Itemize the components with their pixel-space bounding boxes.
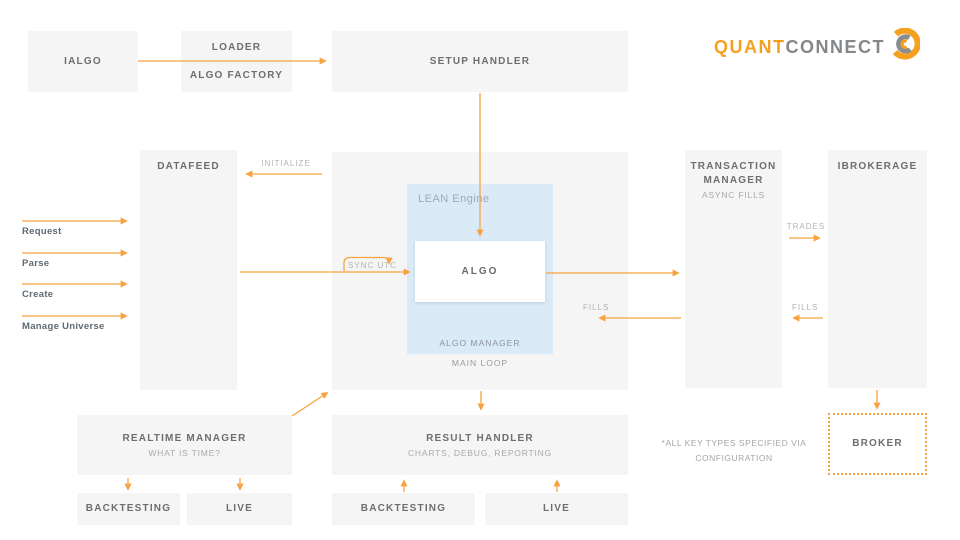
live-center-title: LIVE [542, 503, 571, 515]
create-label: Create [22, 289, 54, 300]
algo-title: ALGO [461, 266, 499, 277]
quantconnect-swirl-icon [892, 28, 920, 60]
realtime-manager-box: REALTIME MANAGER WHAT IS TIME? [77, 415, 292, 475]
sync-utc-label: SYNC UTC [348, 261, 397, 270]
setup-handler-title: SETUP HANDLER [429, 55, 531, 67]
configuration-note-line1: *ALL KEY TYPES SPECIFIED VIA [661, 438, 807, 448]
initialize-label: INITIALIZE [261, 159, 311, 168]
backtesting-left-title: BACKTESTING [85, 503, 172, 515]
what-is-time-subtitle: WHAT IS TIME? [148, 448, 221, 459]
loader-box: LOADER ALGO FACTORY [181, 31, 292, 92]
arrow-realtime-manager-to-main-loop [291, 392, 329, 417]
ialgo-box: IALGO [28, 31, 138, 92]
backtesting-box-center: BACKTESTING [332, 493, 475, 525]
result-handler-title: RESULT HANDLER [426, 432, 534, 444]
algo-manager-label: ALGO MANAGER [439, 338, 521, 348]
logo-text-quant: QUANT [714, 36, 786, 57]
live-box-center: LIVE [485, 493, 628, 525]
result-handler-box: RESULT HANDLER CHARTS, DEBUG, REPORTING [332, 415, 628, 475]
ibrokerage-box: IBROKERAGE [828, 150, 927, 388]
logo-text-connect: CONNECT [785, 36, 885, 57]
loader-title: LOADER [211, 42, 262, 53]
transaction-manager-box: TRANSACTION MANAGER ASYNC FILLS [685, 150, 782, 388]
backtesting-center-title: BACKTESTING [360, 503, 447, 515]
transaction-manager-title-2: MANAGER [703, 174, 764, 186]
request-label: Request [22, 226, 62, 237]
broker-box: BROKER [828, 413, 927, 475]
lean-engine-label: LEAN Engine [418, 193, 490, 205]
algo-box: ALGO [415, 241, 545, 302]
configuration-note-line2: CONFIGURATION [695, 452, 773, 463]
fills-label-right: FILLS [792, 303, 819, 312]
backtesting-box-left: BACKTESTING [77, 493, 180, 525]
ialgo-title: IALGO [64, 55, 102, 67]
ibrokerage-title: IBROKERAGE [837, 161, 918, 172]
realtime-manager-title: REALTIME MANAGER [122, 432, 247, 444]
charts-debug-reporting-subtitle: CHARTS, DEBUG, REPORTING [407, 448, 553, 459]
configuration-note: *ALL KEY TYPES SPECIFIED VIA CONFIGURATI… [648, 436, 820, 466]
datafeed-title: DATAFEED [157, 161, 220, 172]
fills-label-center: FILLS [583, 303, 610, 312]
datafeed-box: DATAFEED [140, 150, 237, 390]
setup-handler-box: SETUP HANDLER [332, 31, 628, 92]
algo-factory-title: ALGO FACTORY [189, 69, 284, 81]
parse-label: Parse [22, 258, 50, 269]
broker-title: BROKER [852, 438, 903, 450]
main-loop-label: MAIN LOOP [451, 358, 509, 368]
live-left-title: LIVE [225, 503, 254, 515]
trades-label: TRADES [786, 222, 826, 231]
manage-universe-label: Manage Universe [22, 321, 105, 332]
live-box-left: LIVE [187, 493, 292, 525]
async-fills-subtitle: ASYNC FILLS [701, 190, 766, 200]
transaction-manager-title-1: TRANSACTION [690, 161, 777, 172]
